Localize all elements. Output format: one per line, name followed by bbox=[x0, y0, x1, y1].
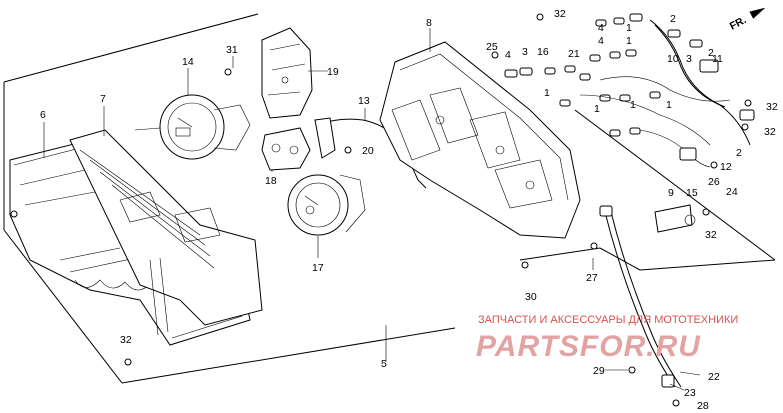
part-labels: 6 7 14 31 19 13 20 18 17 8 25 4 3 16 32 … bbox=[40, 8, 778, 412]
part-label-23: 23 bbox=[684, 387, 696, 399]
sensor-bracket bbox=[654, 204, 696, 233]
part-label-32b: 32 bbox=[766, 101, 778, 113]
part-label-12: 12 bbox=[720, 161, 732, 173]
part-label-15: 15 bbox=[686, 187, 698, 199]
part-label-32e: 32 bbox=[120, 334, 132, 346]
part-label-20: 20 bbox=[362, 145, 374, 157]
part-label-2c: 2 bbox=[736, 147, 742, 159]
part-label-14: 14 bbox=[182, 56, 194, 68]
part-label-26: 26 bbox=[708, 176, 720, 188]
front-direction-arrow: FR. bbox=[728, 7, 766, 33]
part-label-1f: 1 bbox=[666, 99, 672, 111]
wire-harness bbox=[579, 19, 755, 168]
part-label-10: 10 bbox=[667, 53, 679, 65]
part-label-32a: 32 bbox=[554, 8, 566, 20]
part-label-11: 11 bbox=[712, 53, 723, 65]
part-label-32c: 32 bbox=[764, 126, 776, 138]
part-label-19: 19 bbox=[327, 66, 339, 78]
part-label-7: 7 bbox=[100, 93, 106, 105]
part-label-6: 6 bbox=[40, 109, 46, 121]
part-label-2b: 2 bbox=[708, 47, 714, 59]
outer-frame bbox=[3, 13, 776, 384]
arrow-icon bbox=[749, 7, 766, 19]
meter-case-housing bbox=[379, 41, 581, 239]
part-label-8: 8 bbox=[426, 17, 432, 29]
part-label-32d: 32 bbox=[705, 229, 717, 241]
bulb-sockets bbox=[504, 13, 703, 137]
watermark: ЗАПЧАСТИ И АКСЕССУАРЫ ДЛЯ МОТОТЕХНИКИ PA… bbox=[476, 314, 738, 363]
part-label-1c: 1 bbox=[544, 87, 550, 99]
watermark-logo: PARTSFOR.RU bbox=[476, 330, 701, 363]
part-label-17: 17 bbox=[312, 262, 324, 274]
part-label-13: 13 bbox=[358, 95, 370, 107]
part-label-1a: 1 bbox=[626, 35, 632, 47]
part-label-29: 29 bbox=[593, 365, 605, 377]
part-label-25: 25 bbox=[486, 41, 498, 53]
watermark-caption: ЗАПЧАСТИ И АКСЕССУАРЫ ДЛЯ МОТОТЕХНИКИ bbox=[478, 314, 738, 326]
part-label-18: 18 bbox=[265, 175, 277, 187]
part-label-21: 21 bbox=[568, 48, 580, 60]
tachometer-gauge bbox=[134, 94, 251, 160]
part-label-3b: 3 bbox=[686, 53, 692, 65]
speedometer-cable bbox=[599, 205, 682, 388]
part-label-2a: 2 bbox=[670, 13, 676, 25]
part-label-1e: 1 bbox=[630, 99, 636, 111]
screws bbox=[124, 13, 752, 407]
gauge-bracket bbox=[261, 127, 311, 171]
leader-lines bbox=[43, 28, 701, 391]
front-direction-label: FR. bbox=[728, 14, 749, 33]
part-label-22: 22 bbox=[708, 371, 720, 383]
part-label-27: 27 bbox=[586, 272, 598, 284]
part-label-30: 30 bbox=[525, 291, 537, 303]
part-label-4c: 4 bbox=[598, 22, 604, 34]
part-label-24: 24 bbox=[726, 186, 738, 198]
part-label-28: 28 bbox=[697, 400, 709, 412]
part-label-16: 16 bbox=[537, 46, 549, 58]
indicator-panel bbox=[69, 129, 263, 336]
part-label-1d: 1 bbox=[594, 103, 600, 115]
part-label-4a: 4 bbox=[505, 49, 511, 61]
speedometer-gauge bbox=[287, 174, 366, 236]
part-label-5: 5 bbox=[381, 358, 387, 370]
part-label-1b: 1 bbox=[626, 22, 632, 34]
part-label-31: 31 bbox=[226, 44, 238, 56]
part-label-9: 9 bbox=[668, 187, 674, 199]
part-label-4b: 4 bbox=[598, 35, 604, 47]
part-label-3a: 3 bbox=[522, 46, 528, 58]
upper-bracket bbox=[261, 27, 313, 119]
